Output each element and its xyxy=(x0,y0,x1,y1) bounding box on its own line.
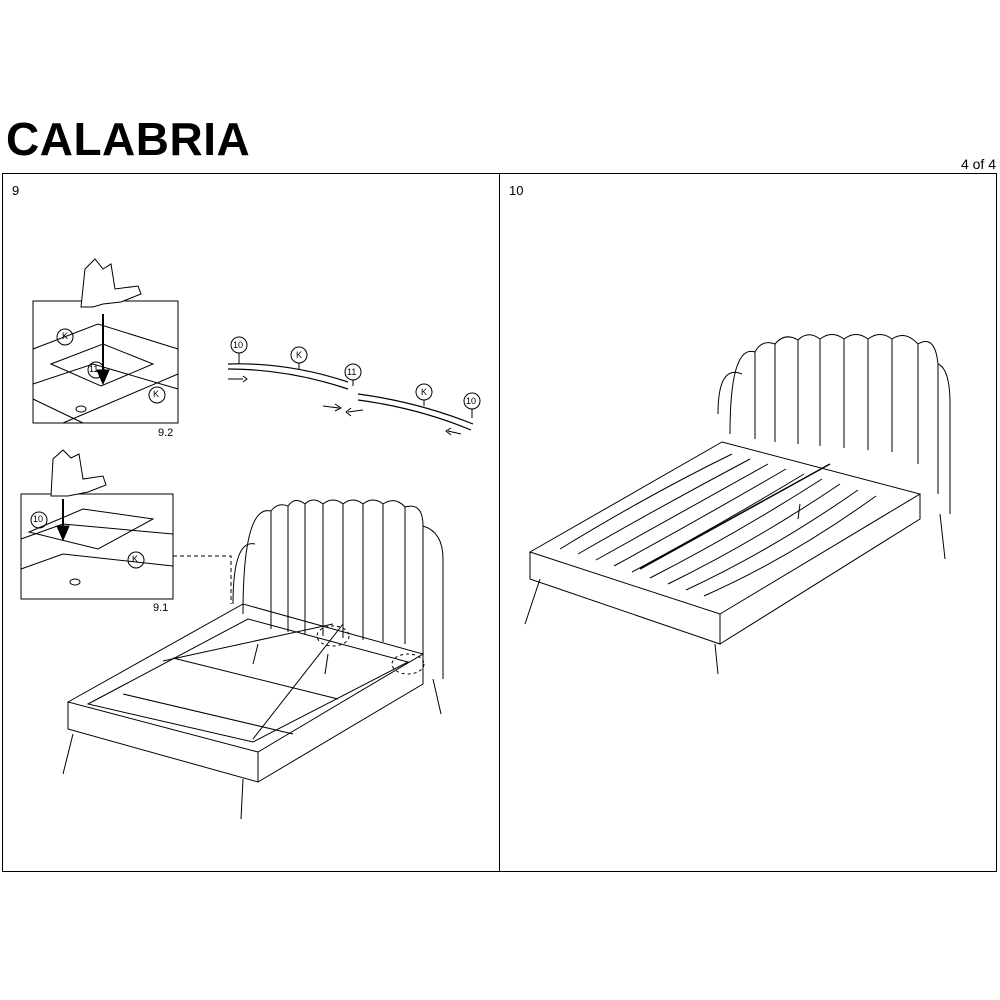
step-9-illustration xyxy=(20,258,481,820)
part-k-label: K xyxy=(62,331,69,341)
part-11-label: 11 xyxy=(89,364,99,374)
bed-frame xyxy=(528,441,922,615)
slat-part-10-label-2: 10 xyxy=(466,396,477,406)
document-title: CALABRIA xyxy=(6,113,251,165)
part-10-label: 10 xyxy=(33,514,44,524)
detail-9-2-label: 9.2 xyxy=(158,427,174,439)
step-9-number: 9 xyxy=(12,183,20,198)
headboard xyxy=(729,334,951,514)
bracket xyxy=(27,508,155,550)
part-k-label-3: K xyxy=(132,554,139,564)
step-10-panel: 10 xyxy=(500,174,996,871)
step-9-panel: 9 xyxy=(3,174,500,871)
instruction-frame: 9 xyxy=(2,173,997,872)
detail-9-1-label: 9.1 xyxy=(153,602,169,614)
slat-part-11-label: 11 xyxy=(347,367,357,377)
headboard xyxy=(242,499,444,679)
hand-icon-2 xyxy=(50,449,107,497)
slat-part-k-label-2: K xyxy=(421,387,428,397)
step-10-illustration xyxy=(524,334,951,675)
slat-part-k-label: K xyxy=(296,350,303,360)
step-10-number: 10 xyxy=(509,183,524,198)
part-k-label-2: K xyxy=(153,389,160,399)
part-circles xyxy=(30,328,166,569)
page-number: 4 of 4 xyxy=(960,156,996,172)
slat-part-10-label: 10 xyxy=(233,340,244,350)
detail-9-1-box xyxy=(20,493,174,600)
hand-icon xyxy=(80,258,142,308)
slat-joint xyxy=(49,343,155,387)
